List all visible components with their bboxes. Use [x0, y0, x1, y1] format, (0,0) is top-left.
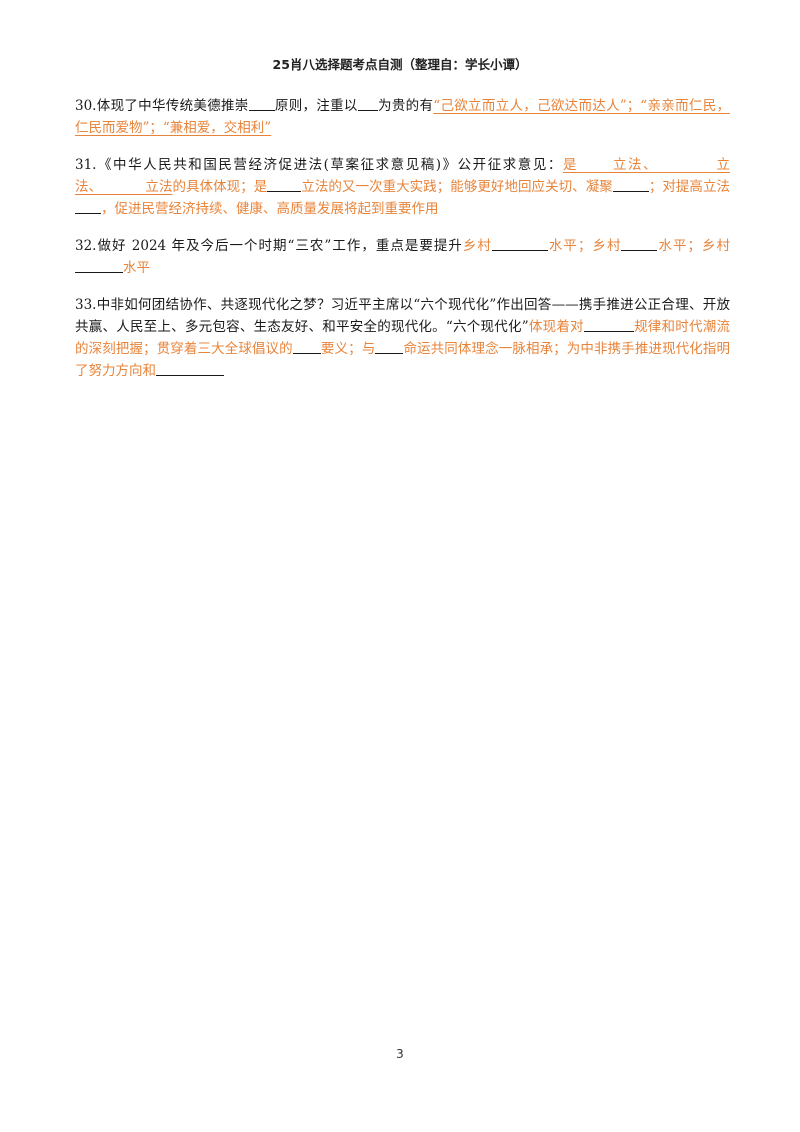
q33-answer-text: 要义；与 — [320, 341, 376, 357]
q31-answer-text: 立法的又一次重大实践；能够更好地回应关切、凝聚 — [301, 179, 613, 195]
blank — [156, 360, 224, 376]
q30-text: 30.体现了中华传统美德推崇 — [75, 98, 249, 114]
q32-answer-text: 水平 — [123, 260, 150, 276]
q31-answer-text: 是 — [562, 157, 578, 173]
question-32: 32.做好 2024 年及今后一个时期“三农”工作，重点是要提升乡村水平；乡村水… — [75, 235, 730, 279]
blank — [357, 95, 378, 111]
blank — [248, 95, 275, 111]
q31-answer-text: 立法 — [145, 179, 173, 195]
q31-text: 31.《中华人民共和国民营经济促进法(草案征求意见稿)》公开征求意见： — [75, 157, 563, 173]
q33-answer-text: 命运共同体理念一脉相承；为中非携手推进现代化指明了努力方向和 — [75, 341, 731, 379]
q32-answer-text: 乡村 — [462, 238, 492, 254]
question-33: 33.中非如何团结协作、共逐现代化之梦？习近平主席以“六个现代化”作出回答——携… — [75, 294, 730, 382]
q31-answer-text: 立法、 — [75, 157, 731, 195]
q31-answer-text: 立法、 — [613, 157, 659, 173]
question-30: 30.体现了中华传统美德推崇 原则，注重以 为贵的有“己欲立而立人，己欲达而达人”；… — [75, 95, 730, 139]
q30-text: 原则，注重以 — [274, 98, 358, 114]
q32-answer-text: 水平；乡村 — [657, 238, 731, 254]
blank — [491, 235, 548, 251]
blank — [621, 235, 658, 251]
q33-answer: 体现着对规律和时代潮流的深刻把握；贯穿着三大全球倡议的要义；与命运共同体理念一脉… — [75, 319, 730, 379]
q30-answer: “己欲立而立人，己欲达而达人”；“亲亲而仁民，仁民而爱物”；“兼相爱，交相利” — [75, 98, 730, 136]
q31-answer: 是 立法、 立法、 立法的具体体现；是立法的又一次重大实践；能够更好地回应关切、… — [75, 157, 730, 217]
page-number: 3 — [396, 1047, 404, 1061]
document-body: 30.体现了中华传统美德推崇 原则，注重以 为贵的有“己欲立而立人，己欲达而达人”；… — [75, 95, 730, 397]
blank — [75, 257, 123, 273]
q31-answer-text: 的具体体现；是 — [172, 179, 268, 195]
blank — [102, 179, 145, 195]
q33-text: 33.中非如何团结协作、共逐现代化之梦？习近平主席以“六个现代化”作出回答——携… — [75, 297, 730, 335]
q31-answer-text: ，促进民营经济持续、健康、高质量发展将起到重要作用 — [101, 201, 439, 217]
q33-answer-text: 规律和时代潮流的深刻把握；贯穿着三大全球倡议的 — [75, 319, 730, 357]
question-31: 31.《中华人民共和国民营经济促进法(草案征求意见稿)》公开征求意见：是 立法、… — [75, 154, 730, 220]
blank — [658, 157, 716, 173]
blank — [75, 198, 101, 214]
blank — [578, 157, 613, 173]
blank — [612, 176, 649, 192]
blank — [267, 176, 302, 192]
q32-answer-text: 水平；乡村 — [547, 238, 622, 254]
q31-answer-text: ；对提高立法 — [648, 179, 731, 195]
document-header: 25肖八选择题考点自测（整理自：学长小谭） — [272, 57, 528, 72]
q30-text: 为贵的有 — [377, 98, 434, 114]
blank — [292, 338, 321, 354]
q32-text: 32.做好 2024 年及今后一个时期“三农”工作，重点是要提升 — [75, 238, 463, 254]
q32-answer: 乡村 水平；乡村 水平；乡村水平 — [75, 238, 730, 276]
q33-answer-text: 体现着对 — [528, 319, 584, 335]
blank — [375, 338, 404, 354]
blank — [583, 316, 634, 332]
